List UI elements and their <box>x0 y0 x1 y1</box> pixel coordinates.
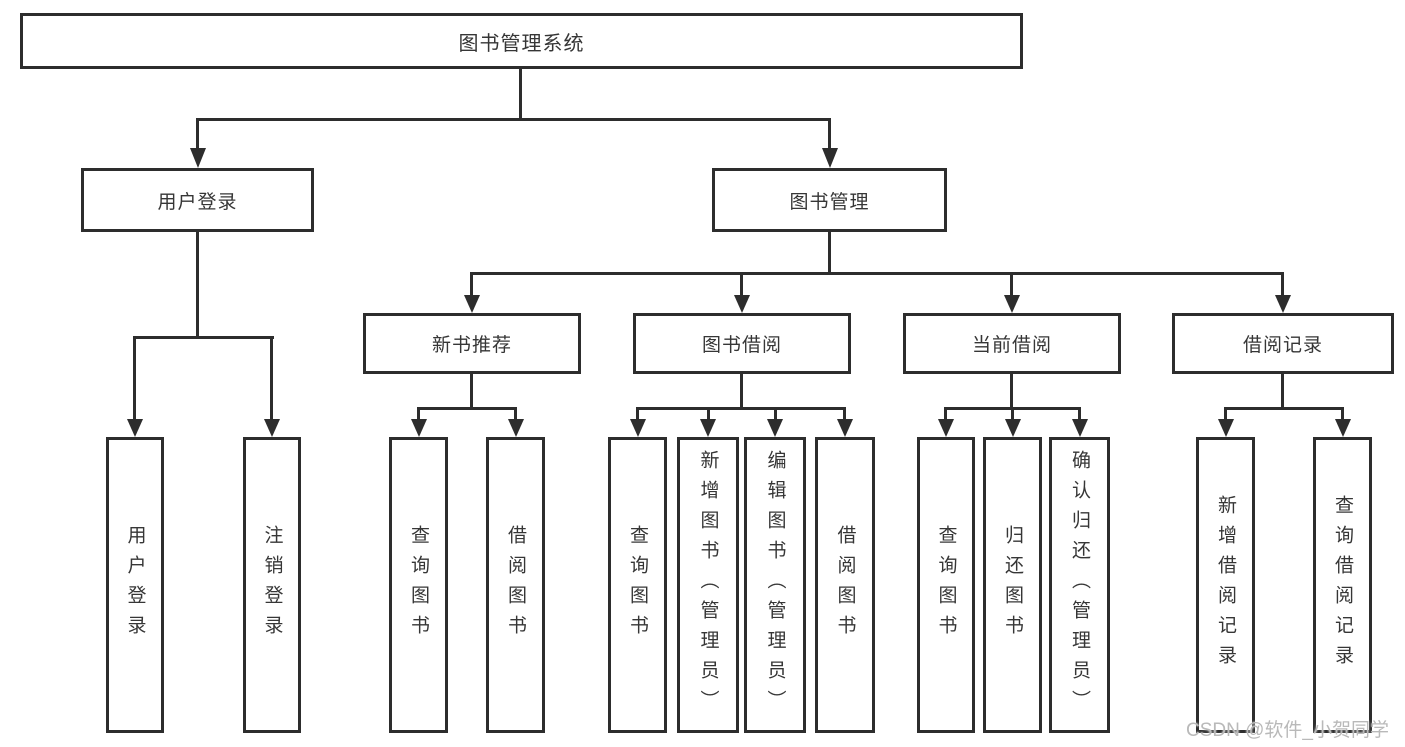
leaf-logout: 注销登录 <box>243 437 301 733</box>
arrow-down-icon <box>464 295 480 313</box>
leaf-edit-books-admin: 编辑图书（管理员） <box>744 437 806 733</box>
arrow-down-icon <box>1005 419 1021 437</box>
edge-level3-horizontal <box>470 272 1283 275</box>
edge-into-leaf <box>774 407 777 419</box>
arrow-down-icon <box>734 295 750 313</box>
edge-leaves-horizontal <box>636 407 846 410</box>
edge-into-leaf <box>1224 407 1227 419</box>
node-new-book-recommendation: 新书推荐 <box>363 313 581 374</box>
arrow-down-icon <box>508 419 524 437</box>
leaf-borrow-books-recommend: 借阅图书 <box>486 437 545 733</box>
leaf-user-login: 用户登录 <box>106 437 164 733</box>
arrow-down-icon <box>1275 295 1291 313</box>
arrow-down-icon <box>938 419 954 437</box>
leaf-add-borrow-record: 新增借阅记录 <box>1196 437 1255 733</box>
edge-into-leaf <box>944 407 947 419</box>
arrow-down-icon <box>837 419 853 437</box>
leaf-query-books-current: 查询图书 <box>917 437 975 733</box>
node-library-management-system: 图书管理系统 <box>20 13 1023 69</box>
leaf-label: 借阅图书 <box>834 525 856 645</box>
edge-into-book-management <box>828 118 831 148</box>
leaf-label: 查询借阅记录 <box>1332 495 1353 675</box>
leaf-label: 编辑图书（管理员） <box>764 450 786 720</box>
leaf-query-books-recommend: 查询图书 <box>389 437 448 733</box>
edge-leaves-horizontal <box>417 407 517 410</box>
edge-into-leaf <box>417 407 420 419</box>
edge-into-leaf <box>843 407 846 419</box>
csdn-watermark: CSDN @软件_小贺同学 <box>1186 720 1389 741</box>
edge-into-leaf <box>270 336 273 419</box>
edge-level2-horizontal <box>196 118 831 121</box>
edge-into-user-login <box>196 118 199 148</box>
leaf-label: 新增借阅记录 <box>1215 495 1236 675</box>
edge-leaves-horizontal <box>1224 407 1344 410</box>
edge-into-module <box>1281 272 1284 295</box>
node-book-management: 图书管理 <box>712 168 947 232</box>
edge-module-stem <box>470 374 473 407</box>
node-borrowing-records: 借阅记录 <box>1172 313 1394 374</box>
leaf-query-books-borrow: 查询图书 <box>608 437 667 733</box>
edge-user-login-horizontal <box>133 336 274 339</box>
arrow-down-icon <box>822 148 838 168</box>
edge-into-module <box>470 272 473 295</box>
arrow-down-icon <box>127 419 143 437</box>
arrow-down-icon <box>1335 419 1351 437</box>
leaf-query-borrow-record: 查询借阅记录 <box>1313 437 1372 733</box>
leaf-label: 借阅图书 <box>505 525 526 645</box>
arrow-down-icon <box>700 419 716 437</box>
edge-into-leaf <box>1011 407 1014 419</box>
leaf-label: 新增图书（管理员） <box>697 450 719 720</box>
edge-into-leaf <box>1341 407 1344 419</box>
edge-module-stem <box>1281 374 1284 407</box>
arrow-down-icon <box>190 148 206 168</box>
edge-into-leaf <box>636 407 639 419</box>
edge-root-stem <box>519 69 522 118</box>
leaf-label: 查询图书 <box>408 525 429 645</box>
edge-module-stem <box>740 374 743 407</box>
leaf-return-books: 归还图书 <box>983 437 1042 733</box>
edge-user-login-stem <box>196 232 199 336</box>
arrow-down-icon <box>1218 419 1234 437</box>
arrow-down-icon <box>630 419 646 437</box>
leaf-label: 归还图书 <box>1002 525 1023 645</box>
edge-book-management-stem <box>828 232 831 272</box>
node-current-borrowing: 当前借阅 <box>903 313 1121 374</box>
edge-into-leaf <box>133 336 136 419</box>
leaf-label: 注销登录 <box>261 525 283 645</box>
arrow-down-icon <box>1072 419 1088 437</box>
arrow-down-icon <box>767 419 783 437</box>
node-user-login: 用户登录 <box>81 168 314 232</box>
leaf-label: 查询图书 <box>935 525 957 645</box>
leaf-label: 查询图书 <box>627 525 648 645</box>
leaf-borrow-books: 借阅图书 <box>815 437 875 733</box>
edge-into-leaf <box>514 407 517 419</box>
edge-into-module <box>740 272 743 295</box>
leaf-label: 确认归还（管理员） <box>1069 450 1090 720</box>
edge-module-stem <box>1010 374 1013 407</box>
edge-into-leaf <box>707 407 710 419</box>
leaf-label: 用户登录 <box>124 525 146 645</box>
edge-into-module <box>1010 272 1013 295</box>
arrow-down-icon <box>264 419 280 437</box>
node-book-borrowing: 图书借阅 <box>633 313 851 374</box>
arrow-down-icon <box>411 419 427 437</box>
arrow-down-icon <box>1004 295 1020 313</box>
leaf-add-books-admin: 新增图书（管理员） <box>677 437 739 733</box>
leaf-confirm-return-admin: 确认归还（管理员） <box>1049 437 1110 733</box>
edge-into-leaf <box>1078 407 1081 419</box>
